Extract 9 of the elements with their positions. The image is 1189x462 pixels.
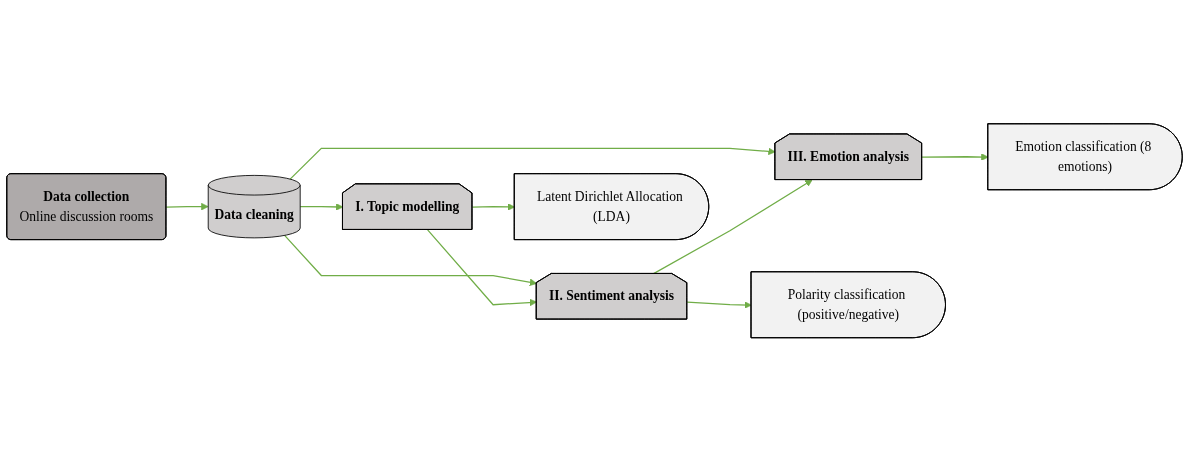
arrow	[299, 203, 344, 211]
arrow	[652, 179, 813, 275]
arrow	[427, 229, 537, 307]
arrow	[165, 203, 209, 211]
arrow	[284, 235, 537, 287]
arrow	[471, 203, 515, 211]
arrow	[289, 147, 776, 180]
arrow	[921, 153, 989, 161]
arrow	[686, 301, 752, 309]
